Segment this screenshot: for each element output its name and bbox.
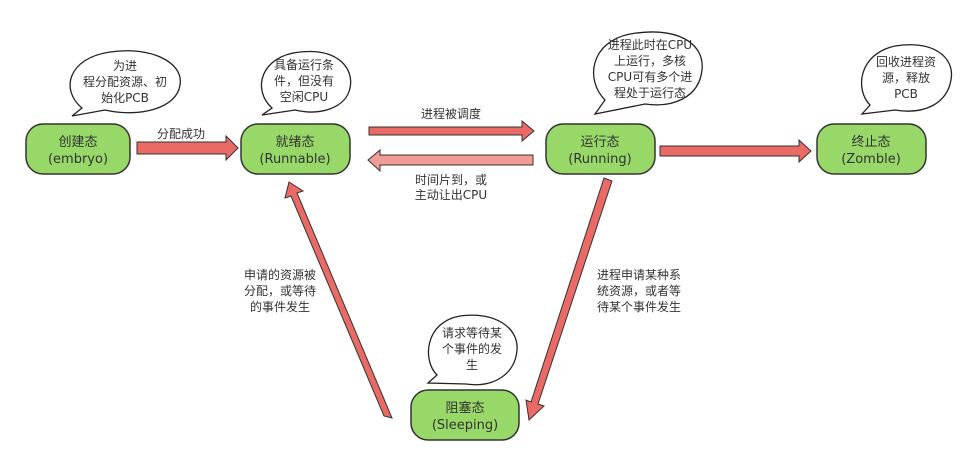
state-embryo[interactable]: 创建态 (embryo) — [25, 123, 131, 175]
state-english-name: (Sleeping) — [432, 418, 498, 433]
label-runnable-to-running: 进程被调度 — [421, 106, 481, 121]
state-name: 阻塞态 — [445, 400, 484, 416]
bubble-line: 程处于运行态 — [614, 85, 686, 100]
bubble-running: 进程此时在CPU 上运行，多核 CPU可有多个进 程处于运行态 — [592, 31, 703, 115]
bubble-line: 进程此时在CPU — [608, 37, 692, 52]
bubble-sleeping: 请求等待某 个事件的发 生 — [426, 314, 518, 386]
label-line: 分配，或等待 — [244, 284, 316, 298]
label-line: 的事件发生 — [250, 299, 310, 314]
state-name: 创建态 — [58, 135, 97, 150]
state-name: 就绪态 — [275, 135, 314, 150]
arrow-running-to-runnable — [367, 148, 534, 173]
bubble-line: 生 — [466, 358, 478, 372]
bubble-line: 上运行，多核 — [614, 54, 686, 68]
state-zombie[interactable]: 终止态 (Zomble) — [816, 123, 927, 175]
state-name: 运行态 — [580, 135, 619, 150]
label-line: 时间片到，或 — [415, 173, 487, 187]
state-runnable[interactable]: 就绪态 (Runnable) — [240, 123, 351, 175]
bubble-line: CPU可有多个进 — [608, 70, 692, 84]
label-line: 统资源，或者等 — [597, 284, 681, 298]
arrow-runnable-to-running — [368, 119, 535, 143]
bubble-line: 请求等待某 — [442, 326, 502, 340]
state-sleeping[interactable]: 阻塞态 (Sleeping) — [410, 389, 520, 441]
label-running-to-sleeping: 进程申请某种系 统资源，或者等 待某个事件发生 — [597, 267, 681, 314]
bubble-embryo: 为进 程分配资源、初 始化PCB — [69, 50, 181, 117]
bubble-line: 具备运行条 — [274, 58, 334, 72]
bubble-runnable: 具备运行条 件，但没有 空闲CPU — [260, 50, 352, 116]
bubble-line: 个事件的发 — [442, 341, 502, 356]
bubble-line: 空闲CPU — [280, 90, 328, 104]
bubble-line: 程分配资源、初 — [83, 74, 167, 89]
bubble-line: 为进 — [113, 59, 137, 73]
label-line: 主动让出CPU — [415, 188, 487, 202]
label-line: 待某个事件发生 — [597, 299, 681, 314]
label-embryo-to-runnable: 分配成功 — [157, 127, 205, 141]
arrow-running-to-zombie — [659, 138, 812, 164]
state-english-name: (Running) — [568, 152, 631, 167]
state-running[interactable]: 运行态 (Running) — [545, 123, 656, 175]
label-running-to-runnable: 时间片到，或 主动让出CPU — [415, 173, 487, 202]
arrow-embryo-to-runnable — [136, 134, 239, 162]
state-english-name: (Zomble) — [841, 152, 901, 167]
arrow-sleeping-to-runnable — [284, 181, 393, 419]
state-english-name: (embryo) — [48, 152, 108, 167]
label-line: 进程申请某种系 — [597, 267, 681, 282]
state-english-name: (Runnable) — [259, 152, 330, 167]
bubble-zombie: 回收进程资 源，释放 PCB — [860, 44, 953, 115]
bubble-line: 始化PCB — [101, 91, 149, 105]
bubble-line: 件，但没有 — [274, 73, 334, 88]
label-line: 进程被调度 — [421, 106, 481, 121]
state-name: 终止态 — [851, 134, 890, 150]
bubble-line: PCB — [894, 87, 918, 101]
label-line: 分配成功 — [157, 127, 205, 141]
arrow-running-to-sleeping — [525, 177, 613, 422]
bubble-line: 源，释放 — [882, 70, 930, 85]
label-line: 申请的资源被 — [244, 267, 316, 282]
bubble-line: 回收进程资 — [876, 54, 936, 69]
label-sleeping-to-runnable: 申请的资源被 分配，或等待 的事件发生 — [244, 267, 316, 314]
